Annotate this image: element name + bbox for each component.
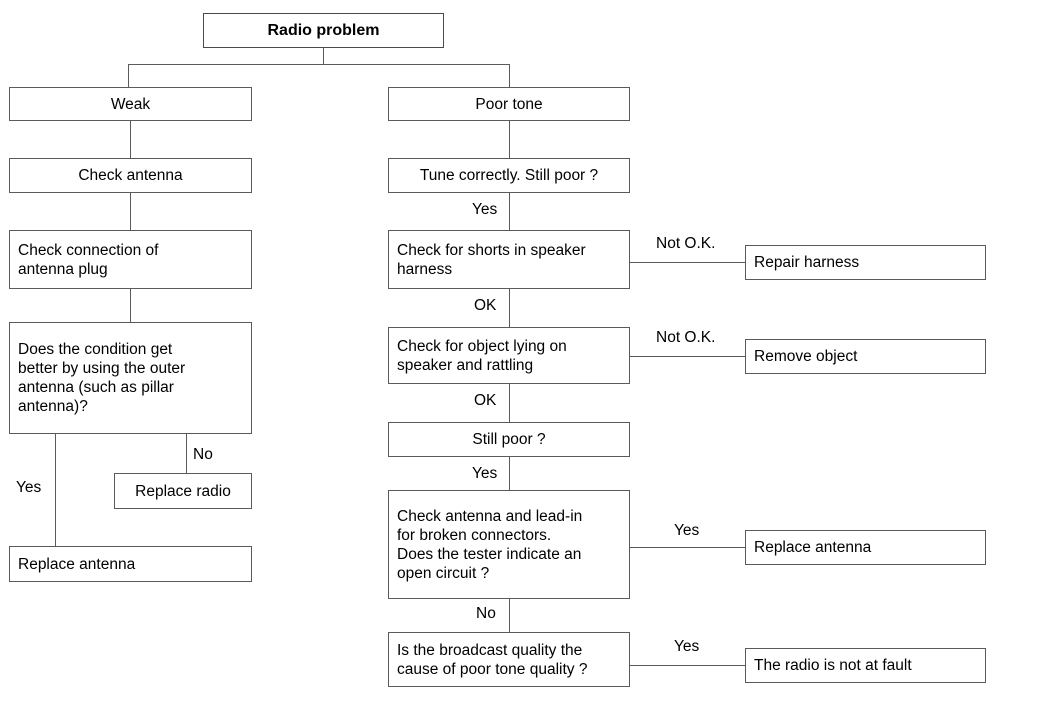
node-replace-radio[interactable]: Replace radio xyxy=(114,473,252,509)
edge-label-notok-object: Not O.K. xyxy=(654,329,718,346)
connector-bus-to-weak xyxy=(128,64,129,88)
edge-label-notok-harness: Not O.K. xyxy=(654,235,718,252)
node-check-connection-label: Check connection of antenna plug xyxy=(18,241,159,278)
edge-label-yes-tune: Yes xyxy=(470,201,500,218)
node-tune-correctly[interactable]: Tune correctly. Still poor ? xyxy=(388,158,630,193)
node-check-antenna[interactable]: Check antenna xyxy=(9,158,252,193)
node-replace-antenna-left-label: Replace antenna xyxy=(18,555,136,573)
connector-check-antenna-to-connection xyxy=(130,192,131,231)
edge-label-yes-broadcast: Yes xyxy=(672,638,702,655)
connector-root-down xyxy=(323,47,324,65)
node-still-poor-label: Still poor ? xyxy=(472,431,546,448)
node-check-object-speaker[interactable]: Check for object lying on speaker and ra… xyxy=(388,327,630,384)
node-weak-label: Weak xyxy=(110,95,151,113)
edge-label-no-leadin: No xyxy=(474,605,498,622)
node-repair-harness-label: Repair harness xyxy=(754,254,860,271)
edge-label-yes-still-poor: Yes xyxy=(470,465,500,482)
node-radio-not-at-fault[interactable]: The radio is not at fault xyxy=(745,648,986,683)
node-is-broadcast-quality-label: Is the broadcast quality the cause of po… xyxy=(397,641,588,678)
connector-root-bus xyxy=(128,64,510,65)
node-tune-correctly-label: Tune correctly. Still poor ? xyxy=(419,167,599,184)
edge-label-yes-replace-antenna: Yes xyxy=(14,479,44,496)
node-replace-radio-label: Replace radio xyxy=(135,482,231,500)
node-still-poor[interactable]: Still poor ? xyxy=(388,422,630,457)
node-weak[interactable]: Weak xyxy=(9,87,252,121)
node-repair-harness[interactable]: Repair harness xyxy=(745,245,986,280)
connector-condition-no xyxy=(186,433,187,474)
connector-connection-to-condition xyxy=(130,288,131,323)
node-replace-antenna-right[interactable]: Replace antenna xyxy=(745,530,986,565)
node-check-shorts-speaker-harness-label: Check for shorts in speaker harness xyxy=(397,241,586,278)
connector-shorts-to-repair-harness xyxy=(630,262,746,263)
node-check-object-speaker-label: Check for object lying on speaker and ra… xyxy=(397,337,567,374)
node-check-antenna-leadin-label: Check antenna and lead-in for broken con… xyxy=(397,507,583,582)
node-radio-problem[interactable]: Radio problem xyxy=(203,13,444,48)
connector-stillpoor-to-leadin xyxy=(509,456,510,491)
node-replace-antenna-right-label: Replace antenna xyxy=(754,539,872,556)
node-remove-object[interactable]: Remove object xyxy=(745,339,986,374)
node-does-condition-improve[interactable]: Does the condition get better by using t… xyxy=(9,322,252,434)
edge-label-yes-leadin: Yes xyxy=(672,522,702,539)
node-check-antenna-leadin[interactable]: Check antenna and lead-in for broken con… xyxy=(388,490,630,599)
connector-shorts-to-object xyxy=(509,288,510,328)
connector-leadin-to-replace-antenna xyxy=(630,547,746,548)
connector-poortone-to-tune xyxy=(509,120,510,159)
node-replace-antenna-left[interactable]: Replace antenna xyxy=(9,546,252,582)
node-radio-problem-label: Radio problem xyxy=(267,22,380,39)
connector-object-to-stillpoor xyxy=(509,383,510,423)
node-poor-tone-label: Poor tone xyxy=(475,95,543,113)
node-check-antenna-label: Check antenna xyxy=(78,167,183,184)
edge-label-ok-object: OK xyxy=(472,392,499,409)
node-is-broadcast-quality[interactable]: Is the broadcast quality the cause of po… xyxy=(388,632,630,687)
connector-condition-yes xyxy=(55,433,56,547)
node-radio-not-at-fault-label: The radio is not at fault xyxy=(754,657,912,674)
connector-leadin-to-broadcast xyxy=(509,598,510,633)
node-check-shorts-speaker-harness[interactable]: Check for shorts in speaker harness xyxy=(388,230,630,289)
node-poor-tone[interactable]: Poor tone xyxy=(388,87,630,121)
connector-object-to-remove-object xyxy=(630,356,746,357)
connector-tune-to-shorts xyxy=(509,192,510,231)
connector-weak-to-check-antenna xyxy=(130,120,131,159)
edge-label-no-replace-radio: No xyxy=(191,446,215,463)
edge-label-ok-shorts: OK xyxy=(472,297,499,314)
connector-broadcast-to-not-at-fault xyxy=(630,665,746,666)
node-check-connection[interactable]: Check connection of antenna plug xyxy=(9,230,252,289)
node-remove-object-label: Remove object xyxy=(754,348,858,365)
node-does-condition-improve-label: Does the condition get better by using t… xyxy=(18,341,186,415)
connector-bus-to-poor-tone xyxy=(509,64,510,88)
